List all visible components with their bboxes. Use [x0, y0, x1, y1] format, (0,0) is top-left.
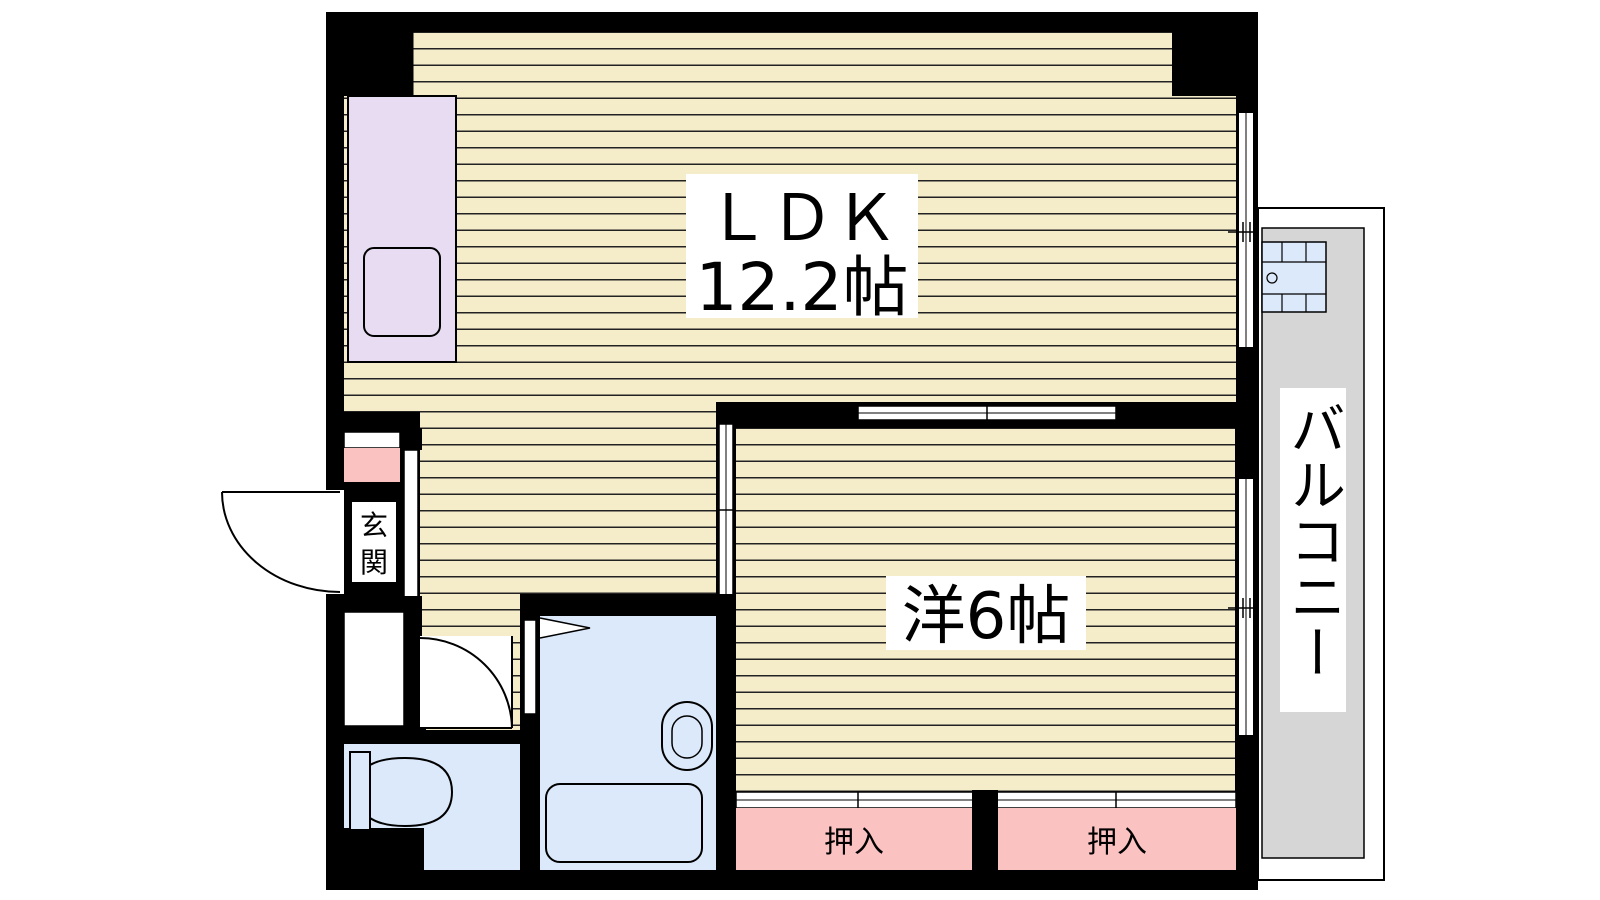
balcony-label: バルコニー	[1281, 400, 1346, 680]
balcony-ac-unit	[1261, 241, 1327, 313]
entrance-door-arc	[221, 491, 341, 593]
toilet-icon	[349, 751, 454, 831]
entrance-label-2: 関	[360, 546, 388, 579]
entrance-step	[343, 431, 401, 449]
kitchen-sink-icon	[363, 247, 441, 337]
ldk-name: ＬＤＫ	[706, 182, 898, 256]
entrance-label-bg	[352, 502, 396, 582]
wall-top-left-corner	[344, 32, 412, 96]
wall-top-right-corner	[1172, 32, 1238, 96]
entrance-mat	[344, 448, 400, 482]
entrance-shoe-cabinet	[403, 449, 419, 601]
storage-closet	[343, 611, 405, 727]
closet-right-label: 押入	[1087, 825, 1147, 860]
toilet-door-arc	[419, 637, 513, 729]
closet-left	[736, 808, 972, 870]
ldk-size: 12.2帖	[696, 249, 909, 326]
western-label-bg	[886, 576, 1086, 650]
entrance-label-1: 玄	[360, 509, 388, 542]
western-room-name: 洋6帖	[902, 580, 1071, 654]
bathroom-door	[523, 619, 537, 715]
balcony-label-bg	[1280, 388, 1346, 712]
ldk-label-bg	[686, 174, 918, 318]
bathroom-door-flag	[539, 617, 591, 639]
bathtub-icon	[545, 783, 703, 863]
closet-left-label: 押入	[824, 825, 884, 860]
closet-right	[998, 808, 1236, 870]
